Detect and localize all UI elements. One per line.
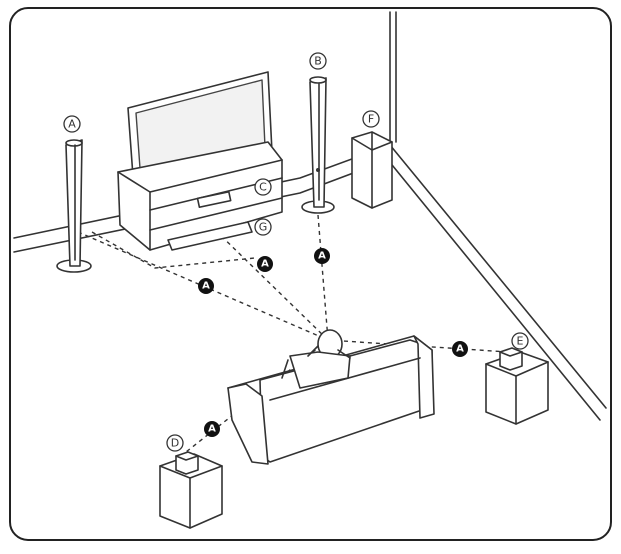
distance-badge-4: A	[452, 341, 468, 357]
label-front-left-text: A	[68, 118, 76, 131]
distance-badge-3: A	[314, 248, 330, 264]
label-player-unit: G	[255, 219, 271, 235]
distance-badge-5: A	[204, 421, 220, 437]
label-front-right-text: B	[314, 55, 322, 68]
label-center-text: C	[259, 181, 267, 194]
speaker-surround-left	[160, 452, 222, 528]
label-front-left: A	[64, 116, 80, 132]
distance-badge-label: A	[261, 259, 269, 270]
label-front-right: B	[310, 53, 326, 69]
distance-badge-label: A	[318, 251, 326, 262]
distance-badge-2: A	[257, 256, 273, 272]
distance-badge-label: A	[208, 424, 216, 435]
distance-badge-1: A	[198, 278, 214, 294]
label-center: C	[255, 179, 271, 195]
label-subwoofer: F	[363, 111, 379, 127]
label-subwoofer-text: F	[368, 113, 374, 126]
label-surround-left: D	[167, 435, 183, 451]
label-surround-right-text: E	[517, 335, 524, 348]
distance-badge-label: A	[456, 344, 464, 355]
label-surround-left-text: D	[171, 437, 179, 450]
label-player-unit-text: G	[259, 221, 268, 234]
subwoofer	[352, 132, 392, 208]
label-surround-right: E	[512, 333, 528, 349]
distance-badge-label: A	[202, 281, 210, 292]
